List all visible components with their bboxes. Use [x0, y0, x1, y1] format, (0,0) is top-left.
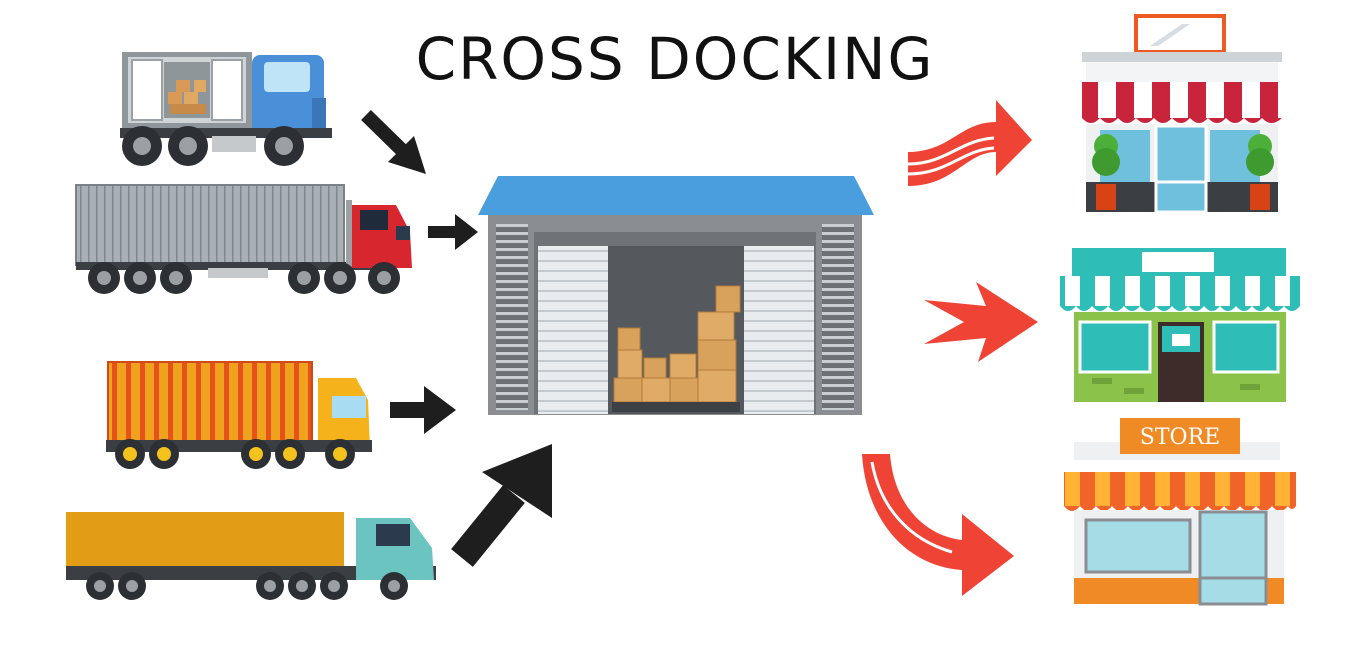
diagram-title: CROSS DOCKING — [415, 25, 935, 93]
outbound-arrow-1 — [907, 100, 1032, 186]
trailer-truck-icon — [66, 512, 436, 600]
store-orange-awning-icon: STORE — [1064, 418, 1296, 606]
inbound-arrow-3 — [390, 386, 456, 434]
shop-red-awning-icon — [1082, 14, 1282, 214]
container-truck-icon — [106, 361, 372, 469]
cargo-boxes — [612, 285, 741, 412]
inbound-arrow-4 — [451, 444, 552, 567]
semi-truck-icon — [75, 184, 412, 294]
inbound-arrow-1 — [361, 109, 426, 174]
outbound-arrow-3 — [862, 454, 1014, 596]
box-truck-icon — [120, 52, 332, 166]
shop-teal-awning-icon — [1060, 248, 1300, 402]
store-sign-text: STORE — [1140, 425, 1220, 450]
warehouse-icon — [478, 176, 874, 415]
outbound-arrow-2 — [924, 282, 1038, 362]
inbound-arrow-2 — [428, 214, 478, 250]
